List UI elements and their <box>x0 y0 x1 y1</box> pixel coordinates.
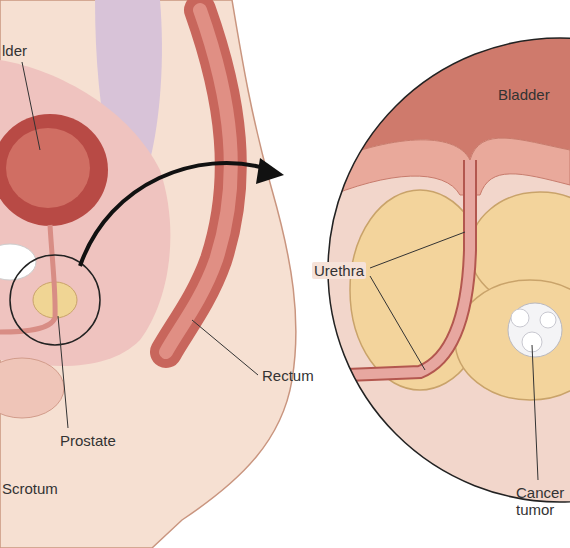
tumor <box>508 303 562 357</box>
leader-lines <box>22 62 538 480</box>
body-outline <box>0 0 296 548</box>
part-label: Prostate <box>60 432 116 449</box>
part-label: Urethra <box>312 262 366 279</box>
bladder <box>0 114 108 226</box>
scrotum <box>0 358 64 418</box>
part-label: Rectum <box>262 367 314 384</box>
rectum <box>166 10 231 352</box>
zoom-arrow <box>80 163 264 266</box>
part-label: lder <box>2 42 27 59</box>
bladder-inner <box>6 128 90 208</box>
arrow-head <box>256 158 284 184</box>
bladder-wall <box>320 138 570 200</box>
urethra <box>0 225 55 332</box>
part-label: Cancer tumor <box>516 484 568 518</box>
rectum-inner <box>166 10 231 352</box>
bladder-zoom <box>320 0 570 165</box>
part-label: Scrotum <box>2 480 58 497</box>
part-label: Bladder <box>498 86 550 103</box>
zoom-marker <box>10 255 100 345</box>
